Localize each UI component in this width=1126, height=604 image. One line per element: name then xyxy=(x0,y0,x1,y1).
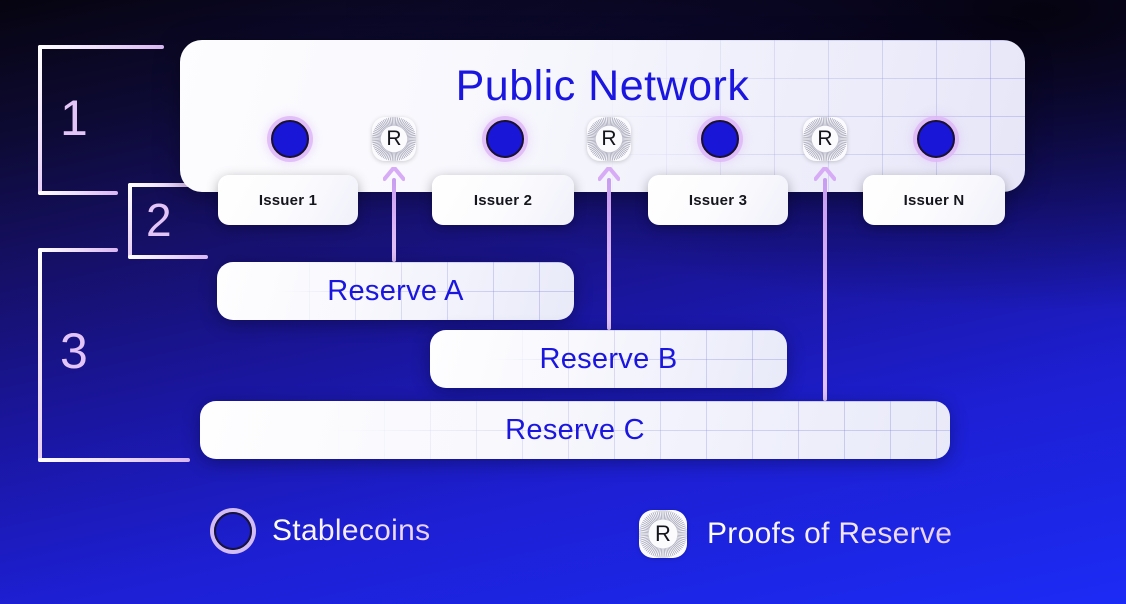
stablecoin-circle-icon[interactable] xyxy=(486,120,524,158)
arrow-reserve-a-to-proof-1 xyxy=(383,167,405,262)
issuer-chip-4[interactable]: Issuer N xyxy=(863,175,1005,225)
stablecoin-circle-icon xyxy=(214,512,252,550)
proof-of-reserve-icon[interactable]: R xyxy=(372,117,416,161)
reserve-label: Reserve B xyxy=(539,342,678,375)
proof-of-reserve-icon[interactable]: R xyxy=(587,117,631,161)
arrow-reserve-b-to-proof-2 xyxy=(598,167,620,330)
legend-item-stablecoins: Stablecoins xyxy=(214,512,430,550)
bracket-3-top-rule xyxy=(38,248,118,252)
bracket-2-top-rule xyxy=(128,183,208,187)
bracket-3-side-rule xyxy=(38,248,42,462)
issuer-label: Issuer 2 xyxy=(473,191,533,209)
public-network-panel: Public Network R R R xyxy=(180,40,1025,192)
issuer-label: Issuer 1 xyxy=(258,191,318,209)
arrow-head xyxy=(383,167,405,183)
reserve-bar-a[interactable]: Reserve A xyxy=(217,262,574,320)
reserve-grid-pattern xyxy=(200,401,950,459)
stablecoin-circle-icon[interactable] xyxy=(701,120,739,158)
bracket-3-bottom-rule xyxy=(38,458,190,462)
stablecoin-circle-icon[interactable] xyxy=(917,120,955,158)
proof-of-reserve-icon: R xyxy=(639,510,687,558)
arrow-shaft xyxy=(392,178,396,262)
issuer-chip-1[interactable]: Issuer 1 xyxy=(218,175,358,225)
reserve-grid-pattern xyxy=(430,330,787,388)
bracket-1: 1 xyxy=(38,45,164,195)
network-grid-pattern xyxy=(180,40,1025,192)
arrow-reserve-c-to-proof-3 xyxy=(814,167,836,401)
bracket-2-side-rule xyxy=(128,183,132,259)
issuer-chip-3[interactable]: Issuer 3 xyxy=(648,175,788,225)
bracket-1-number: 1 xyxy=(60,90,88,146)
reserve-bar-b[interactable]: Reserve B xyxy=(430,330,787,388)
arrow-head xyxy=(598,167,620,183)
legend-label-proofs-of-reserve: Proofs of Reserve xyxy=(707,517,953,550)
proof-of-reserve-letter: R xyxy=(386,127,402,150)
issuer-chip-2[interactable]: Issuer 2 xyxy=(432,175,574,225)
bracket-3: 3 xyxy=(38,248,190,462)
public-network-title: Public Network xyxy=(455,62,750,110)
reserve-grid-pattern xyxy=(217,262,574,320)
bracket-3-number: 3 xyxy=(60,323,88,379)
bracket-1-top-rule xyxy=(38,45,164,49)
legend: Stablecoins R Proofs of Reserve xyxy=(0,510,1126,570)
arrow-shaft xyxy=(823,178,827,401)
proof-of-reserve-letter: R xyxy=(655,521,671,546)
bracket-1-side-rule xyxy=(38,45,42,195)
reserve-label: Reserve C xyxy=(505,413,645,446)
reserve-label: Reserve A xyxy=(327,274,464,307)
proof-of-reserve-letter: R xyxy=(601,127,617,150)
reserve-bar-c[interactable]: Reserve C xyxy=(200,401,950,459)
arrow-head xyxy=(814,167,836,183)
bracket-2: 2 xyxy=(128,183,208,259)
arrow-shaft xyxy=(607,178,611,330)
issuer-label: Issuer N xyxy=(903,191,965,209)
proof-of-reserve-icon[interactable]: R xyxy=(803,117,847,161)
bracket-1-bottom-rule xyxy=(38,191,118,195)
bracket-2-bottom-rule xyxy=(128,255,208,259)
legend-label-stablecoins: Stablecoins xyxy=(272,514,431,547)
bracket-2-number: 2 xyxy=(146,194,172,246)
proof-of-reserve-letter: R xyxy=(817,127,833,150)
issuer-label: Issuer 3 xyxy=(688,191,748,209)
stablecoin-circle-icon[interactable] xyxy=(271,120,309,158)
legend-item-proofs-of-reserve: R Proofs of Reserve xyxy=(639,510,952,558)
